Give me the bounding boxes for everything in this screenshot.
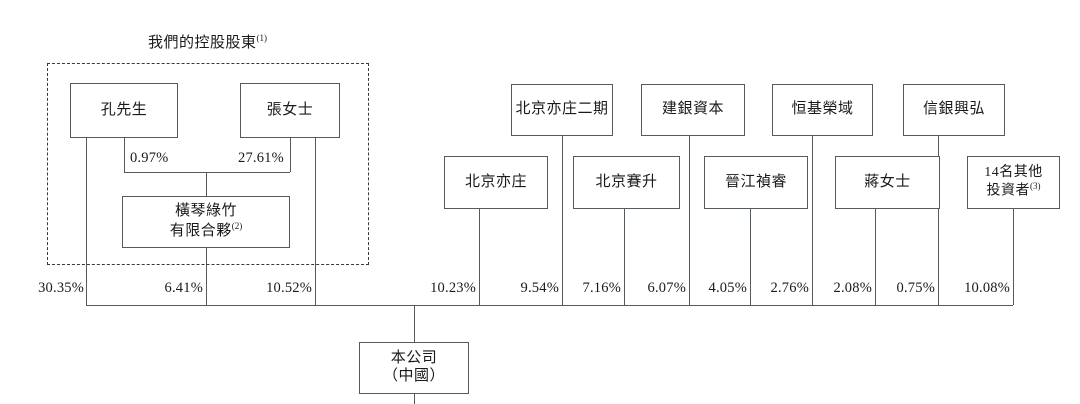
pct-jiang-ms: 2.08%: [825, 280, 874, 297]
node-the-company-line2: （中國）: [382, 368, 445, 384]
node-xinyin-xinghong-label: 信銀興弘: [922, 101, 985, 118]
controlling-shareholder-group-title-text: 我們的控股股東: [148, 35, 257, 51]
node-beijing-yizhuang-phase2-label: 北京亦庄二期: [515, 101, 609, 118]
drop-zhang-direct: [315, 138, 316, 305]
pct-partnership: 6.41%: [155, 280, 205, 297]
node-hengqin-lvzhu-footnote: (2): [231, 221, 243, 231]
drop-jianyin-capital: [689, 136, 690, 305]
node-other-investors-label: 14名其他 投資者(3): [984, 165, 1043, 201]
pct-zhang-to-partnership: 27.61%: [236, 150, 286, 167]
drop-beijing-yizhuang-phase2: [562, 136, 563, 305]
pct-other-investors: 10.08%: [955, 280, 1012, 297]
connector-bus-to-company: [414, 305, 415, 342]
drop-jiang-ms: [875, 209, 876, 305]
drop-other-investors: [1013, 209, 1014, 305]
pct-beijing-saisheng: 7.16%: [574, 280, 623, 297]
node-jianyin-capital-label: 建銀資本: [661, 101, 724, 118]
connector-zhang-to-partnership-down: [290, 138, 291, 172]
node-beijing-yizhuang[interactable]: 北京亦庄: [444, 156, 548, 209]
node-jiang-ms-label: 蔣女士: [864, 173, 911, 190]
node-jiang-ms[interactable]: 蔣女士: [835, 156, 940, 209]
drop-beijing-saisheng: [624, 209, 625, 305]
node-hengqin-lvzhu-line1: 橫琴綠竹: [174, 203, 237, 220]
node-xinyin-xinghong[interactable]: 信銀興弘: [903, 84, 1005, 136]
connector-kong-to-partnership-across: [124, 172, 206, 173]
node-hengji-rongyu-label: 恒基榮域: [791, 101, 854, 118]
pct-jinjiang-zhenrui: 4.05%: [700, 280, 749, 297]
connector-company-downstream: [414, 394, 415, 404]
node-beijing-saisheng-label: 北京賽升: [595, 173, 658, 190]
controlling-shareholder-group-title: 我們的控股股東(1): [148, 31, 267, 52]
pct-zhang-direct: 10.52%: [260, 280, 314, 297]
drop-kong-direct: [86, 138, 87, 305]
controlling-shareholder-dashed-boundary: [47, 63, 369, 265]
node-kong-mr[interactable]: 孔先生: [70, 83, 178, 138]
pct-jianyin-capital: 6.07%: [639, 280, 688, 297]
pct-beijing-yizhuang-phase2: 9.54%: [512, 280, 561, 297]
connector-zhang-to-partnership-across: [206, 172, 290, 173]
connector-kong-to-partnership-down: [124, 138, 125, 172]
node-beijing-yizhuang-phase2[interactable]: 北京亦庄二期: [511, 84, 613, 136]
node-hengqin-lvzhu-partnership[interactable]: 橫琴綠竹 有限合夥(2): [122, 196, 290, 248]
pct-xinyin-xinghong: 0.75%: [888, 280, 937, 297]
node-other-investors-line2: 投資者: [986, 183, 1030, 199]
node-jinjiang-zhenrui-label: 晉江禎睿: [724, 173, 787, 190]
node-jinjiang-zhenrui[interactable]: 晉江禎睿: [704, 156, 808, 209]
drop-partnership: [206, 248, 207, 305]
drop-beijing-yizhuang: [479, 209, 480, 305]
node-other-investors-line1: 14名其他: [984, 164, 1043, 180]
node-other-investors[interactable]: 14名其他 投資者(3): [967, 156, 1060, 209]
pct-beijing-yizhuang: 10.23%: [424, 280, 478, 297]
node-jianyin-capital[interactable]: 建銀資本: [641, 84, 745, 136]
pct-hengji-rongyu: 2.76%: [762, 280, 811, 297]
node-hengqin-lvzhu-partnership-label: 橫琴綠竹 有限合夥(2): [170, 203, 243, 240]
drop-jinjiang-zhenrui: [750, 209, 751, 305]
pct-kong-to-partnership: 0.97%: [128, 150, 171, 167]
node-other-investors-footnote: (3): [1030, 181, 1041, 192]
node-the-company-label: 本公司 （中國）: [383, 350, 445, 385]
connector-partnership-stem: [206, 172, 207, 196]
main-bus-line: [86, 305, 1013, 306]
node-kong-mr-label: 孔先生: [100, 101, 148, 118]
node-the-company[interactable]: 本公司 （中國）: [359, 342, 469, 394]
node-the-company-line1: 本公司: [390, 350, 438, 367]
node-beijing-yizhuang-label: 北京亦庄: [464, 173, 527, 190]
drop-xinyin-xinghong: [938, 136, 939, 305]
node-zhang-ms[interactable]: 張女士: [240, 83, 340, 138]
drop-hengji-rongyu: [812, 136, 813, 305]
node-hengqin-lvzhu-line2: 有限合夥: [169, 223, 232, 239]
pct-kong-direct: 30.35%: [32, 280, 86, 297]
node-zhang-ms-label: 張女士: [266, 101, 314, 118]
node-beijing-saisheng[interactable]: 北京賽升: [573, 156, 680, 209]
controlling-shareholder-group-title-footnote: (1): [256, 33, 268, 43]
node-hengji-rongyu[interactable]: 恒基榮域: [772, 84, 873, 136]
